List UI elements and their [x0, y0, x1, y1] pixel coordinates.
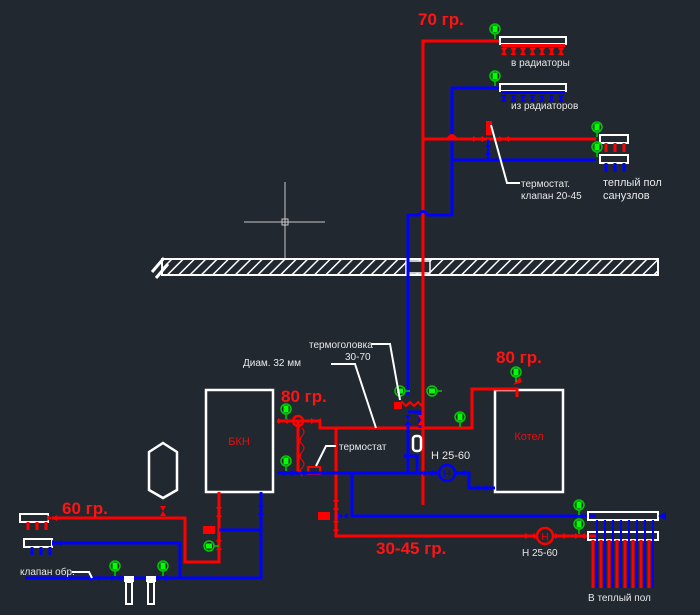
- left-outlet-cold: [39, 547, 43, 555]
- label-boiler: Котел: [514, 431, 543, 443]
- radiator-outlet-hot: [520, 50, 526, 55]
- label-thermostat-valve-2: клапан 20-45: [521, 191, 582, 202]
- thermohead-leader: [371, 343, 401, 401]
- label-thermostat: термостат: [339, 442, 387, 453]
- pressure-gauge: [489, 70, 501, 87]
- pump-floor-icon: [535, 526, 555, 546]
- temp-bkn: 80 гр.: [281, 387, 327, 406]
- left-outlet-hot: [26, 522, 30, 530]
- label-thermostat-valve-1: термостат.: [521, 179, 570, 190]
- left-supply-manifold: [19, 513, 57, 523]
- boiler: [493, 388, 565, 494]
- expansion-tank: [147, 441, 179, 516]
- left-outlet-hot: [44, 522, 48, 530]
- floor-slab: [150, 257, 659, 279]
- temp-left-circuit: 60 гр.: [62, 499, 108, 518]
- mixing-valve-floor: [318, 512, 330, 520]
- radiator-outlet-cold: [520, 97, 526, 102]
- pressure-gauge: [280, 403, 292, 420]
- bathroom-outlet-hot: [604, 143, 608, 152]
- radiator-outlet-cold: [501, 97, 507, 102]
- riser-return: [406, 86, 500, 395]
- label-bathroom-floor-1: теплый пол: [603, 177, 662, 189]
- radiator-outlet-cold: [558, 97, 564, 102]
- label-pump-floor: Н 25-60: [522, 548, 558, 559]
- temp-boiler: 80 гр.: [496, 348, 542, 367]
- pressure-gauge: [157, 560, 169, 577]
- radiator-outlet-hot: [558, 50, 564, 55]
- bathroom-outlet-cold: [613, 163, 617, 172]
- cad-crosshair-cursor: [244, 182, 325, 258]
- bathroom-outlet-hot: [622, 143, 626, 152]
- bathroom-outlet-hot: [613, 143, 617, 152]
- radiator-outlet-cold: [548, 97, 555, 102]
- radiator-outlet-cold: [529, 97, 536, 102]
- pressure-gauge: [573, 499, 585, 516]
- left-outlet-hot: [35, 522, 39, 530]
- floor-circuit-supply: Н: [525, 526, 596, 546]
- radiator-outlet-cold: [539, 97, 545, 102]
- temp-floor-circuit: 30-45 гр.: [376, 539, 446, 558]
- radiator-return-manifold: [499, 83, 567, 94]
- pump-boiler-icon: [437, 463, 457, 483]
- riser-supply: [421, 39, 500, 505]
- label-bathroom-floor-2: санузлов: [603, 190, 650, 202]
- floor-heating-manifold: [587, 511, 666, 541]
- label-thermohead-1: термоголовка: [309, 340, 373, 351]
- main-supply-header: [277, 377, 540, 538]
- svg-text:Н: Н: [541, 532, 548, 543]
- thermostat-leader: [315, 445, 336, 467]
- filter-1: [124, 576, 134, 605]
- air-vent-icon: [411, 434, 423, 453]
- radiator-supply-manifold: [499, 36, 567, 47]
- temp-radiators: 70 гр.: [418, 10, 464, 29]
- main-return-header: Н: [277, 426, 596, 519]
- radiator-outlet-hot: [548, 50, 555, 55]
- label-pump-boiler: Н 25-60: [431, 450, 470, 462]
- left-outlet-cold: [30, 547, 34, 555]
- radiator-outlet-hot: [539, 50, 545, 55]
- bathroom-outlet-cold: [622, 163, 626, 172]
- left-return-manifold: [23, 538, 62, 548]
- pressure-gauge: [489, 23, 501, 40]
- left-outlet-cold: [48, 547, 52, 555]
- label-bkn: БКН: [228, 436, 250, 448]
- bkn-lower-piping: [25, 492, 264, 581]
- svg-text:Н: Н: [443, 469, 450, 480]
- pressure-gauge: [280, 455, 292, 472]
- filter-2: [146, 576, 156, 605]
- diameter-leader: [331, 363, 377, 429]
- label-to-floor: В теплый пол: [588, 593, 651, 604]
- radiator-outlet-cold: [510, 97, 517, 102]
- bkn-tank: [204, 388, 275, 494]
- label-diameter: Диам. 32 мм: [243, 358, 301, 369]
- label-from-radiators: из радиаторов: [511, 101, 578, 112]
- label-thermohead-2: 30-70: [345, 352, 371, 363]
- pressure-gauge: [426, 385, 443, 397]
- radiator-outlet-hot: [510, 50, 517, 55]
- thermohead-valve: [394, 400, 424, 428]
- pressure-gauge: [454, 411, 466, 428]
- label-check-valve: клапан обр.: [20, 566, 75, 578]
- pressure-gauge: [573, 518, 585, 535]
- bathroom-floor-branch: [423, 121, 596, 184]
- label-to-radiators: в радиаторы: [511, 58, 570, 69]
- pressure-gauge: [109, 560, 121, 577]
- radiator-outlet-hot: [501, 50, 507, 55]
- bathroom-outlet-cold: [604, 163, 608, 172]
- radiator-outlet-hot: [529, 50, 536, 55]
